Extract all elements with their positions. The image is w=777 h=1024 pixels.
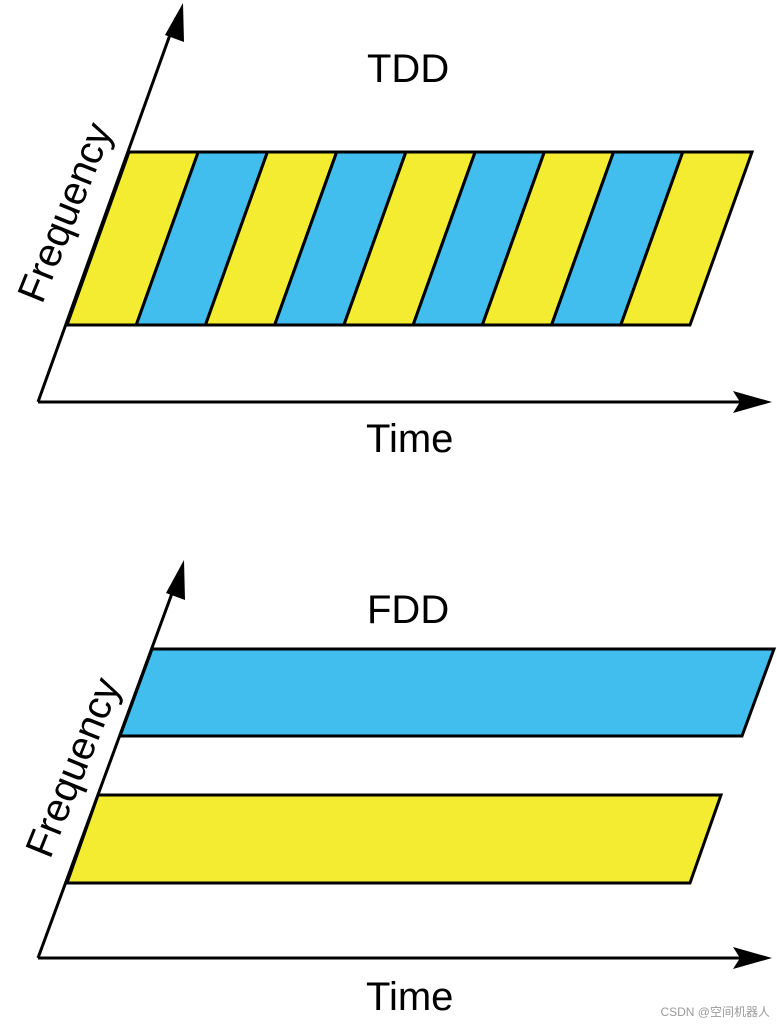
fdd-time-arrowhead bbox=[733, 947, 772, 969]
tdd-title: TDD bbox=[367, 47, 449, 91]
fdd-frequency-axis bbox=[36, 576, 180, 959]
fdd-band-yellow bbox=[64, 793, 724, 885]
tdd-panel: TDD Time Frequency bbox=[10, 3, 772, 461]
tdd-frequency-axis bbox=[36, 17, 178, 403]
watermark: CSDN @空间机器人 bbox=[660, 1005, 770, 1019]
fdd-frequency-arrowhead bbox=[166, 560, 185, 600]
tdd-time-arrowhead bbox=[733, 391, 772, 413]
fdd-bands bbox=[64, 647, 777, 885]
tdd-time-label: Time bbox=[366, 417, 453, 461]
tdd-slot-yellow bbox=[618, 150, 755, 327]
tdd-slots bbox=[64, 150, 755, 327]
fdd-panel: FDD Time Frequency bbox=[18, 560, 777, 1019]
fdd-time-label: Time bbox=[366, 975, 453, 1019]
fdd-title: FDD bbox=[367, 588, 449, 632]
fdd-band-blue bbox=[117, 647, 777, 738]
tdd-frequency-arrowhead bbox=[165, 3, 184, 42]
